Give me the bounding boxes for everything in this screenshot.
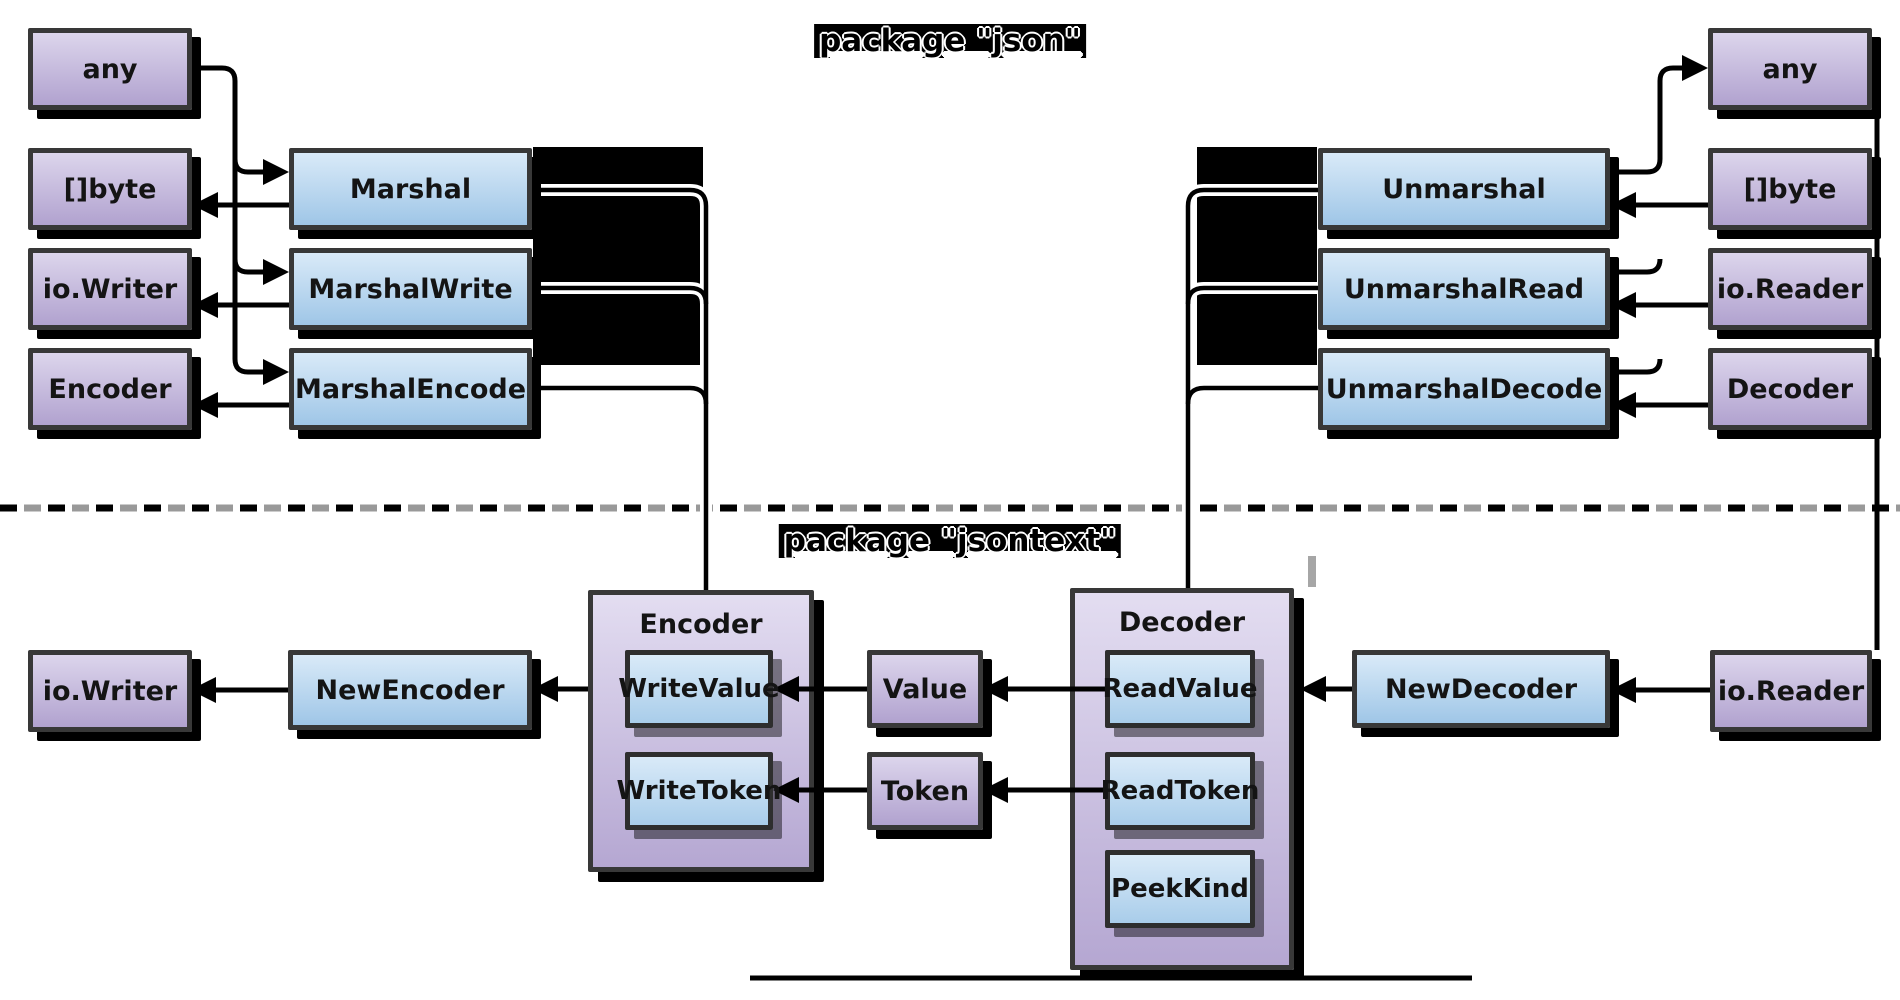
func-unmarshaldecode: UnmarshalDecode [1318, 348, 1610, 430]
type-decoder-right: Decoder [1708, 348, 1872, 430]
method-writetoken: WriteToken [617, 752, 781, 830]
any-to-marshal-wires [192, 65, 289, 385]
func-newdecoder: NewDecoder [1352, 650, 1610, 728]
type-iowriter-bottom: io.Writer [28, 650, 192, 732]
decoder-container-title: Decoder [1118, 607, 1246, 638]
type-any-left: any [28, 28, 192, 110]
gray-artifact-bar [1308, 556, 1316, 587]
method-writevalue: WriteValue [618, 650, 780, 728]
type-encoder-left: Encoder [28, 348, 192, 430]
method-readvalue: ReadValue [1102, 650, 1258, 728]
redacted-block-left [533, 147, 703, 365]
type-bytes-left: []byte [28, 148, 192, 230]
func-newencoder: NewEncoder [288, 650, 532, 730]
func-marshal: Marshal [289, 148, 532, 230]
marshal-output-arrows [192, 192, 289, 418]
type-bytes-right: []byte [1708, 148, 1872, 230]
unmarshal-to-any-wires [1610, 55, 1708, 375]
func-unmarshalread: UnmarshalRead [1318, 248, 1610, 330]
encoder-container-title: Encoder [639, 609, 763, 640]
unmarshal-input-arrows [1610, 192, 1708, 418]
type-ioreader-bottom: io.Reader [1710, 650, 1872, 732]
type-token: Token [867, 752, 983, 830]
type-ioreader-right: io.Reader [1708, 248, 1872, 330]
type-value: Value [867, 650, 983, 728]
method-peekkind: PeekKind [1105, 850, 1255, 928]
type-iowriter-left: io.Writer [28, 248, 192, 330]
package-json-title: package "json" [814, 24, 1086, 58]
func-unmarshal: Unmarshal [1318, 148, 1610, 230]
package-jsontext-title: package "jsontext" [778, 524, 1122, 558]
redacted-block-right [1197, 147, 1317, 365]
method-readtoken: ReadToken [1101, 752, 1259, 830]
func-marshalwrite: MarshalWrite [289, 248, 532, 330]
type-any-right: any [1708, 28, 1872, 110]
func-marshalencode: MarshalEncode [289, 348, 532, 430]
